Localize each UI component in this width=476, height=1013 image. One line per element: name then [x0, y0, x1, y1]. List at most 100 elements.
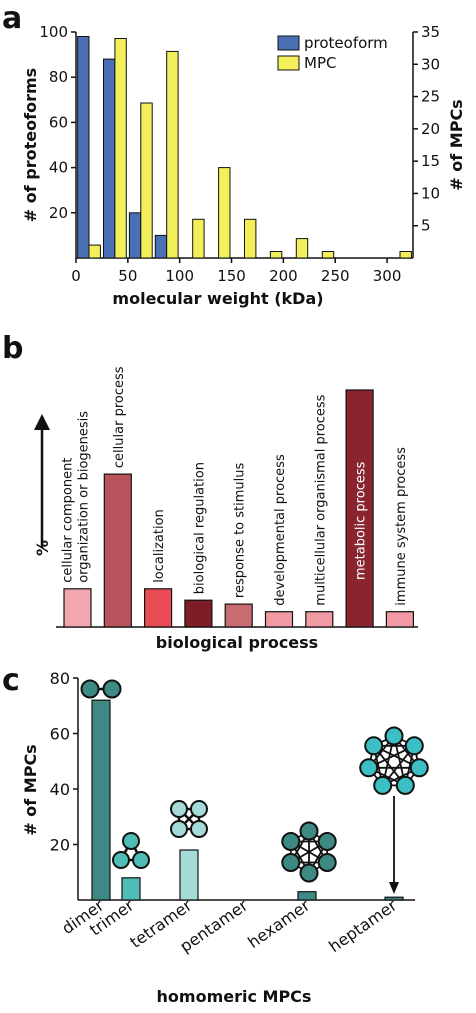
subunit-6	[364, 736, 384, 756]
bar-mpc-9	[321, 251, 335, 259]
bar-proteoform-1	[103, 58, 116, 259]
hexamer-icon	[281, 821, 337, 883]
panel-a-label: a	[2, 1, 22, 36]
y-right-tick-label-5: 30	[421, 55, 440, 73]
panel-b-x-label: biological process	[156, 633, 318, 652]
bar-label-7-0: metabolic process	[354, 461, 369, 580]
y-right-tick-label-0: 5	[421, 217, 431, 235]
subunit-0	[384, 726, 404, 746]
subunit-1	[317, 832, 337, 851]
panel-b-y-label: %	[33, 540, 52, 556]
panel-a-y-right-label: # of MPCs	[447, 99, 466, 190]
bar-mpc-2	[140, 102, 153, 259]
bar-mpc-12	[399, 251, 412, 259]
y-tick-label-2: 60	[49, 113, 68, 131]
bar-label-2-0: localization	[152, 509, 167, 583]
bar-mpc-0	[88, 244, 101, 259]
panel-b-label: b	[2, 331, 23, 366]
trimer-icon	[112, 832, 150, 869]
x-tick-label-0: 0	[71, 267, 81, 285]
bar-8	[385, 611, 414, 628]
y-tick-label-4: 100	[39, 23, 68, 41]
bar-trimer	[121, 877, 141, 901]
dimer-icon	[80, 679, 122, 699]
bar-proteoform-2	[128, 212, 142, 259]
y-right-tick-label-1: 10	[421, 184, 440, 202]
panel-a-x-label: molecular weight (kDa)	[112, 289, 323, 308]
y-tick-label-1: 40	[49, 159, 68, 177]
bar-label-8-0: immune system process	[394, 447, 409, 606]
bar-mpc-8	[295, 238, 309, 259]
bar-heptamer	[384, 896, 404, 901]
category-label-heptamer: heptamer	[325, 895, 400, 956]
bar-proteoform-0	[77, 36, 90, 259]
bar-label-4-0: response to stimulus	[233, 463, 248, 599]
y-right-tick-label-3: 20	[421, 120, 440, 138]
x-tick-label-1: 50	[118, 267, 137, 285]
y-tick-label-3: 80	[49, 68, 68, 86]
bar-5	[264, 611, 294, 628]
heptamer-icon	[359, 726, 429, 795]
x-tick-label-4: 200	[269, 267, 298, 285]
subunit-1	[404, 736, 424, 756]
bar-7	[345, 389, 374, 628]
legend-swatch-mpc	[277, 55, 300, 71]
x-tick-label-5: 250	[321, 267, 350, 285]
bar-0	[63, 588, 92, 628]
category-label-hexamer: hexamer	[244, 895, 313, 952]
bar-dimer	[91, 699, 111, 901]
subunit-5	[281, 832, 301, 851]
y-right-tick-label-6: 35	[421, 23, 440, 41]
heptamer-arrow	[389, 796, 399, 894]
y-tick-label-0: 20	[49, 204, 68, 222]
subunit-4	[281, 853, 301, 872]
panel-b-arrow-head	[34, 414, 50, 430]
x-tick-label-3: 150	[217, 267, 246, 285]
bar-hexamer	[297, 891, 317, 901]
bar-label-0-0: cellular component	[61, 458, 76, 583]
bar-mpc-5	[218, 167, 231, 259]
subunit-0	[299, 821, 319, 841]
bar-mpc-3	[166, 50, 179, 259]
legend-label-mpc: MPC	[304, 54, 336, 72]
bar-mpc-1	[114, 38, 127, 259]
subunit-5	[359, 758, 379, 778]
y-right-tick-label-2: 15	[421, 152, 440, 170]
panel-a-bars	[77, 36, 412, 259]
bar-label-1-0: cellular process	[112, 366, 127, 468]
bar-6	[305, 611, 334, 628]
bar-3	[184, 599, 213, 628]
y-tick-label-2: 60	[50, 725, 70, 744]
bar-label-3-0: biological regulation	[192, 462, 207, 594]
bar-label-6-0: multicellular organismal process	[313, 394, 328, 605]
panel-c-y-label: # of MPCs	[21, 744, 40, 835]
subunit-3	[299, 863, 319, 883]
bar-2	[144, 588, 173, 628]
y-tick-label-1: 40	[50, 780, 70, 799]
panel-a-y-label: # of proteoforms	[21, 68, 40, 222]
bar-mpc-6	[244, 218, 257, 259]
panel-a-legend: proteoform MPC	[277, 34, 388, 72]
legend-label-proteoform: proteoform	[304, 34, 388, 52]
bar-label-0-1: organization or biogenesis	[77, 411, 92, 583]
y-tick-label-3: 80	[50, 669, 70, 688]
legend-swatch-proteoform	[277, 35, 300, 51]
panel-c-label: c	[2, 663, 20, 698]
y-tick-label-0: 20	[50, 836, 70, 855]
y-right-tick-label-4: 25	[421, 88, 440, 106]
bar-proteoform-3	[154, 234, 168, 259]
subunit-2	[409, 758, 429, 778]
subunit-4	[373, 775, 393, 795]
bar-mpc-4	[192, 218, 205, 259]
subunit-3	[395, 775, 415, 795]
bar-label-5-0: developmental process	[273, 454, 288, 606]
panel-c-ticks: 20 40 60 80	[50, 669, 78, 855]
panel-c-x-label: homomeric MPCs	[157, 987, 312, 1006]
